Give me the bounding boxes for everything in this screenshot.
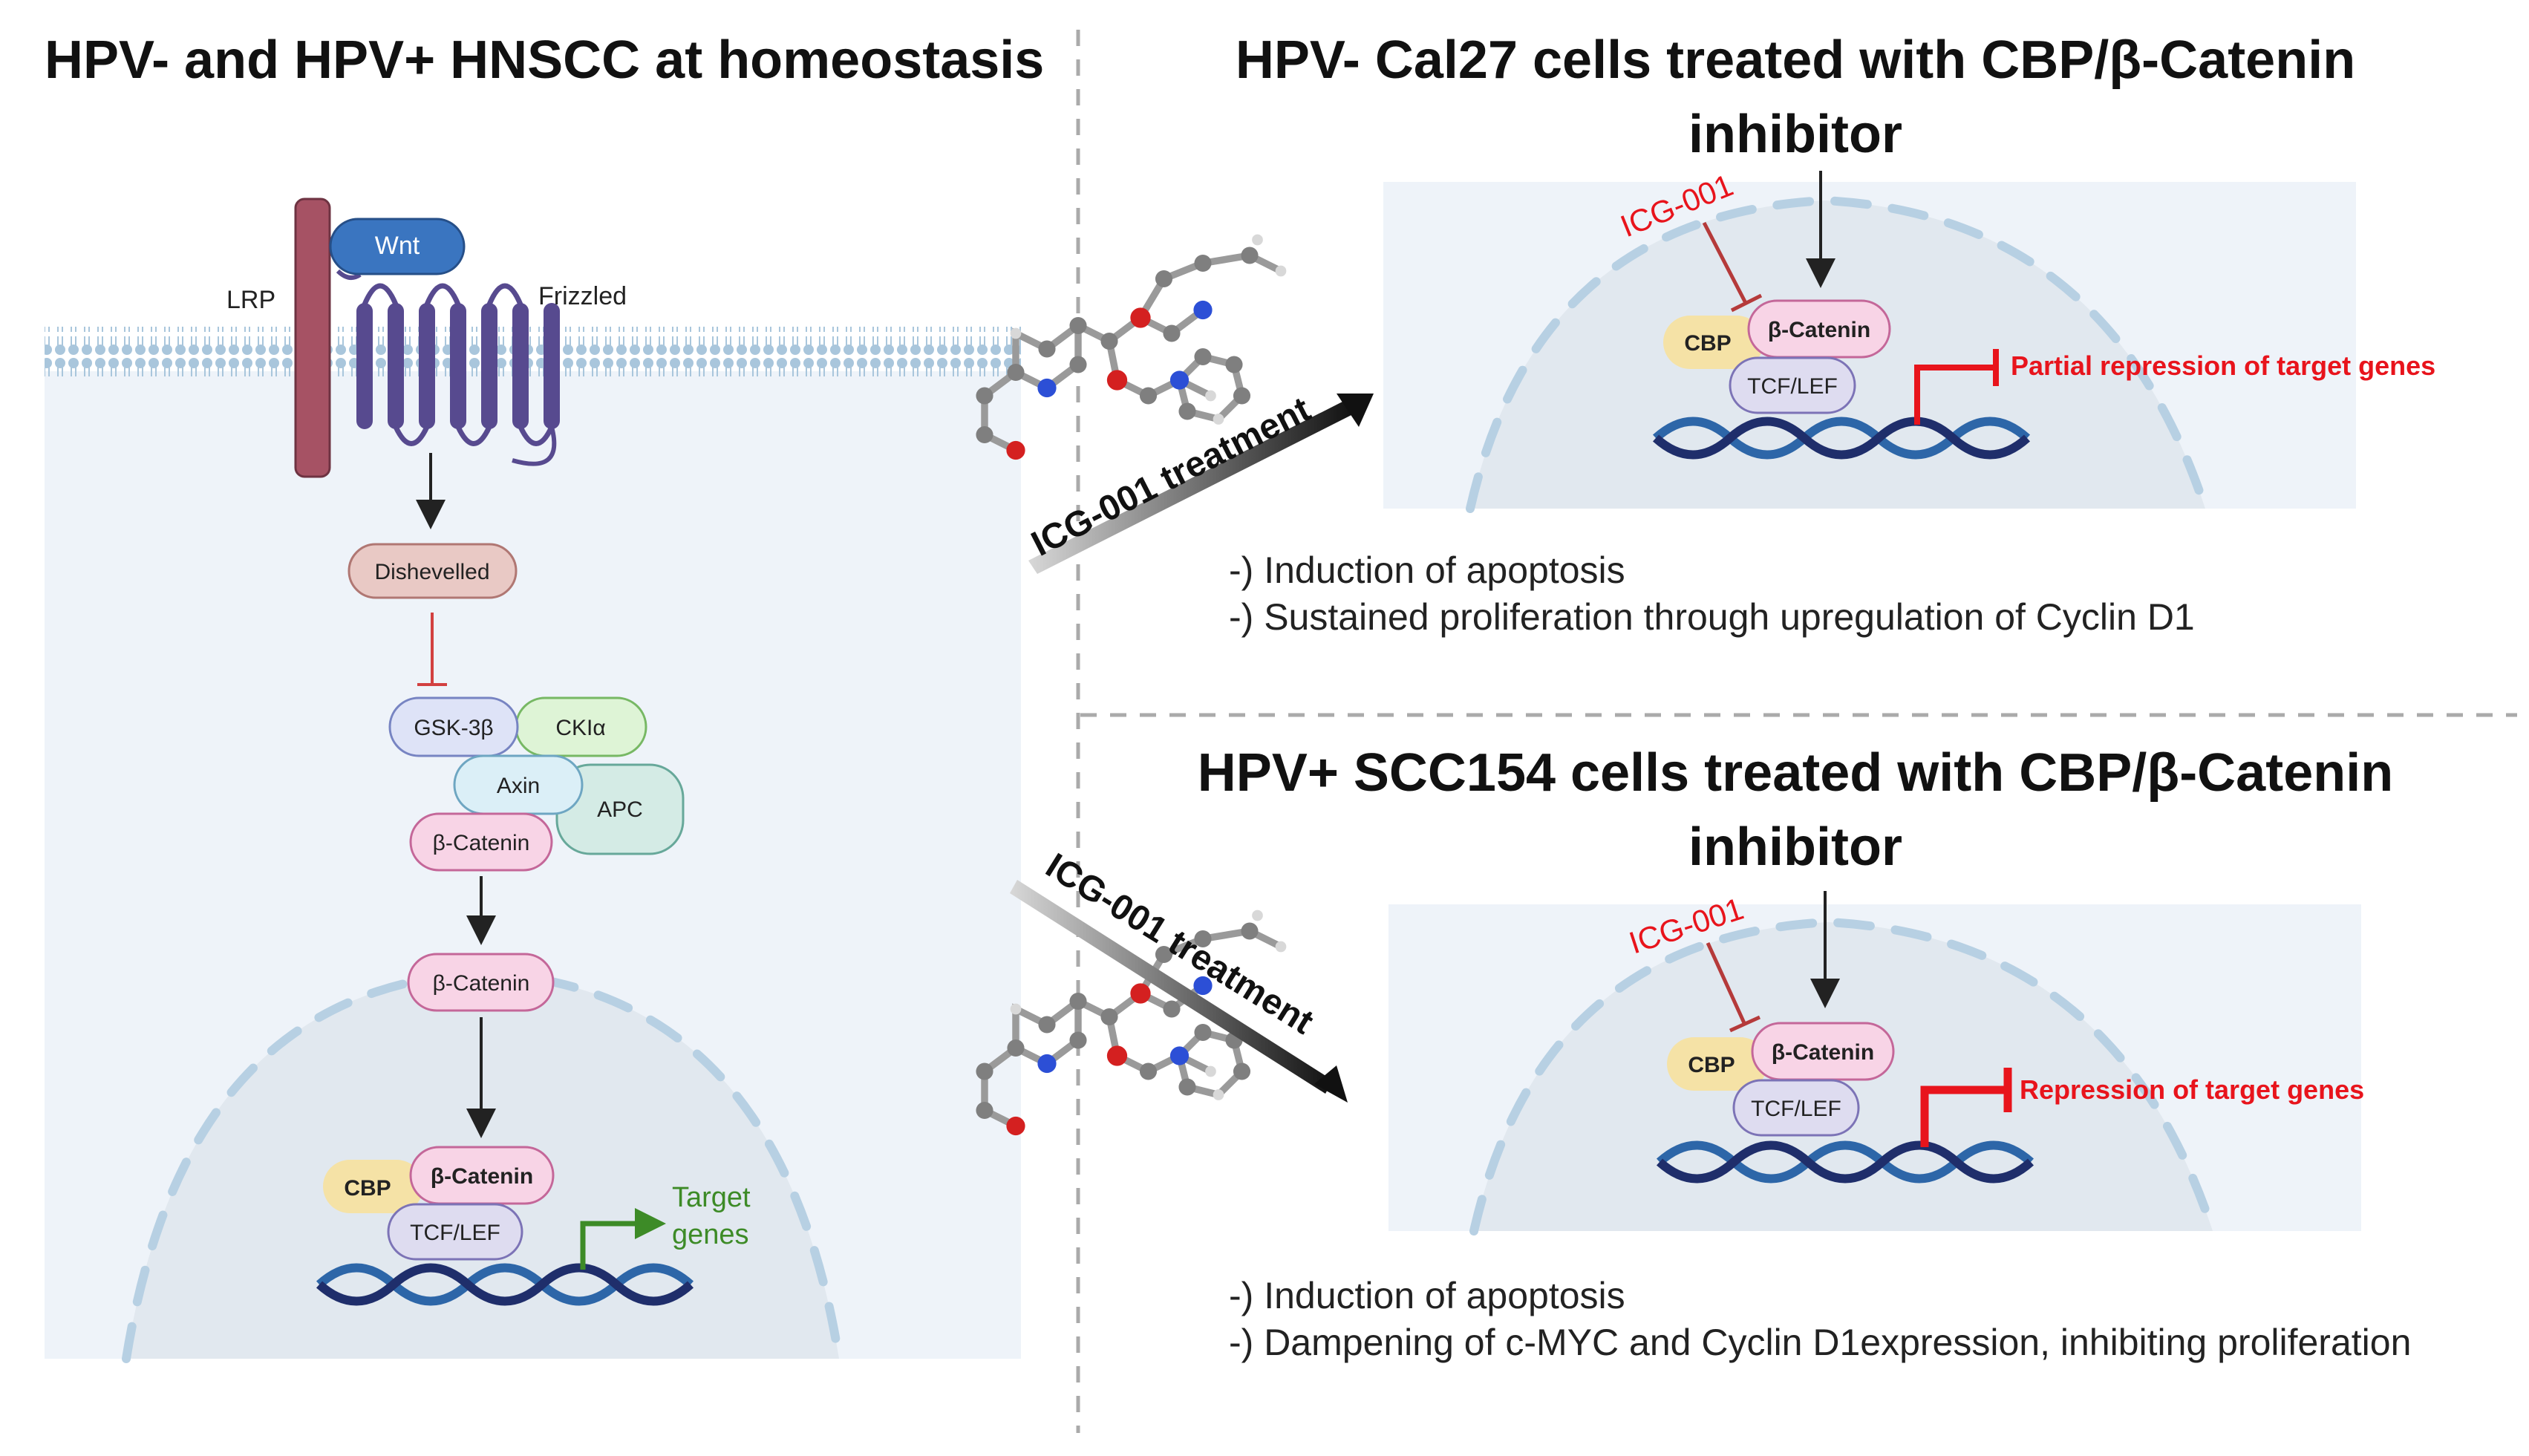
beta-catenin-free-protein [407,953,555,1012]
top-cbp-label: CBP [1684,331,1731,356]
treatment-arrowhead-bottom [1314,1065,1348,1103]
top-right-panel: HPV- Cal27 cells treated with CBP/β-Cate… [1229,30,2435,638]
top-tcf-lef-label: TCF/LEF [1747,374,1838,399]
left-panel: HPV- and HPV+ HNSCC at homeostasis LRP F… [45,30,1044,1363]
bottom-repression-line [1920,1086,2005,1147]
cbp-label: CBP [344,1176,391,1201]
lrp-label: LRP [226,286,275,314]
top-right-title-line1: HPV- Cal27 cells treated with CBP/β-Cate… [1236,30,2355,90]
bottom-repression-label: Repression of target genes [2020,1074,2364,1105]
top-right-title-line2: inhibitor [1688,105,1902,164]
dishevelled-label: Dishevelled [374,560,489,584]
top-bullet-2: -) Sustained proliferation through upreg… [1229,596,2195,638]
treatment-arrowhead-top [1337,394,1374,427]
gsk3b-protein [388,696,519,757]
cell-membrane [45,327,1021,379]
treatment-label-top: ICG-001 treatment [1025,390,1316,564]
treatment-arrow-bottom [1010,880,1333,1094]
frizzled-receptor [336,269,560,466]
bottom-drug-inhibition-bar [1729,1015,1761,1033]
top-tcf-lef-protein [1729,356,1856,414]
left-panel-title: HPV- and HPV+ HNSCC at homeostasis [45,30,1044,90]
top-repression-label: Partial repression of target genes [2011,350,2435,381]
tcf-lef-protein [387,1203,523,1261]
dna-helix [316,1263,694,1306]
top-cbp-protein [1663,316,1763,369]
gsk3b-label: GSK-3β [414,716,493,740]
lrp-receptor [294,197,331,478]
wnt-label: Wnt [375,232,420,260]
frizzled-label: Frizzled [538,282,627,310]
top-drug-inhibition-line [1702,221,1749,306]
treatment-top: ICG-001 treatment [976,235,1374,574]
top-bullet-1: -) Induction of apoptosis [1229,549,1625,591]
target-gene-activation-arrow [580,1208,666,1270]
beta-catenin-nucleus-label: β-Catenin [431,1164,533,1189]
top-repression-line [1914,365,1994,425]
bottom-right-panel: HPV+ SCC154 cells treated with CBP/β-Cat… [1198,743,2412,1363]
beta-catenin-complex-label: β-Catenin [433,831,530,855]
bottom-bullet-2: -) Dampening of c-MYC and Cyclin D1expre… [1229,1322,2411,1363]
target-genes-label-line1: Target [672,1182,751,1213]
bottom-dna-helix [1656,1140,2034,1184]
top-nuclear-envelope [1466,195,2210,513]
bottom-beta-catenin-label: β-Catenin [1772,1040,1874,1065]
ckia-label: CKIα [555,716,605,740]
target-genes-label-line2: genes [672,1219,749,1250]
beta-catenin-complex-protein [409,812,553,872]
top-drug-inhibition-bar [1730,293,1763,313]
dishevelled-protein [347,543,518,599]
apc-label: APC [597,797,643,822]
bottom-right-title-line1: HPV+ SCC154 cells treated with CBP/β-Cat… [1198,743,2393,803]
treatment-bottom: ICG-001 treatment [976,846,1348,1135]
wnt-ligand [329,218,466,275]
top-dna-helix [1652,417,2031,460]
top-beta-catenin-label: β-Catenin [1768,318,1870,342]
bottom-bullet-1: -) Induction of apoptosis [1229,1275,1625,1316]
destruction-complex: APC CKIα GSK-3β Axin β-Catenin [388,696,685,872]
bottom-drug-inhibition-line [1706,941,1747,1026]
tcf-lef-label: TCF/LEF [410,1221,500,1245]
bottom-cbp-label: CBP [1688,1053,1735,1077]
bottom-cbp-protein [1667,1037,1767,1091]
bottom-tcf-lef-protein [1732,1079,1860,1137]
bottom-right-title-line2: inhibitor [1688,817,1902,877]
bottom-tcf-lef-label: TCF/LEF [1751,1097,1841,1121]
treatment-arrow-top [1028,401,1353,574]
beta-catenin-free-label: β-Catenin [433,971,530,996]
cbp-protein [323,1160,423,1213]
bottom-nuclear-envelope [1469,917,2217,1235]
axin-label: Axin [497,774,540,798]
